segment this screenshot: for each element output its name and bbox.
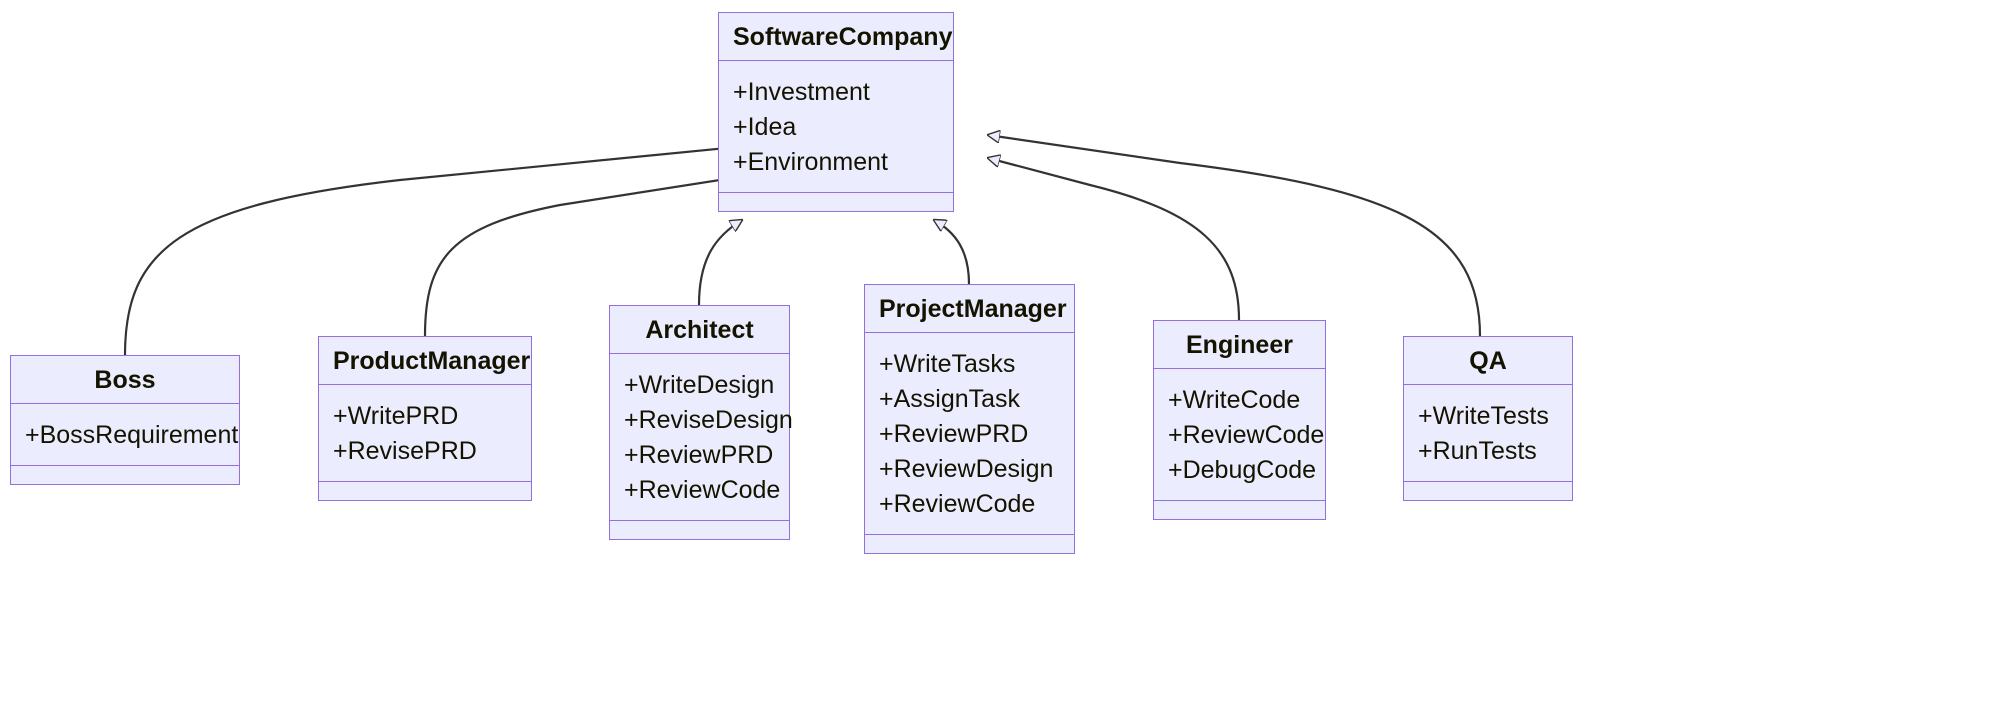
- edge-architect-to-softwarecompany: [697, 220, 742, 306]
- class-attribute: +ReviewCode: [1168, 421, 1325, 450]
- class-methods-product-manager: [319, 482, 531, 500]
- class-node-software-company[interactable]: SoftwareCompany +Investment +Idea +Envir…: [718, 12, 954, 213]
- class-node-qa[interactable]: QA +WriteTests +RunTests: [1403, 336, 1573, 502]
- class-node-boss[interactable]: Boss +BossRequirement: [10, 355, 240, 486]
- class-attribute: +ReviewPRD: [879, 420, 1029, 449]
- class-title-software-company: SoftwareCompany: [719, 13, 953, 62]
- class-attribute: +Idea: [733, 113, 797, 142]
- class-attribute: +Investment: [733, 78, 870, 107]
- class-methods-engineer: [1154, 501, 1325, 519]
- class-attribute: +ReviewDesign: [879, 455, 1054, 484]
- edge-projectmanager-to-softwarecompany: [934, 220, 971, 285]
- class-attribute: +AssignTask: [879, 385, 1021, 414]
- class-attribute: +WriteTests: [1418, 402, 1549, 431]
- class-attributes-engineer: +WriteCode +ReviewCode +DebugCode: [1154, 369, 1325, 502]
- class-title-qa: QA: [1404, 337, 1572, 386]
- class-title-product-manager: ProductManager: [319, 337, 531, 386]
- class-attribute: +ReviewPRD: [624, 441, 774, 470]
- class-attribute: +DebugCode: [1168, 456, 1317, 485]
- class-methods-software-company: [719, 193, 953, 211]
- class-methods-boss: [11, 466, 239, 484]
- class-attribute: +WriteCode: [1168, 386, 1301, 415]
- class-attribute: +RevisePRD: [333, 437, 477, 466]
- class-attribute: +WriteTasks: [879, 350, 1016, 379]
- class-attributes-product-manager: +WritePRD +RevisePRD: [319, 385, 531, 483]
- class-title-engineer: Engineer: [1154, 321, 1325, 370]
- class-node-project-manager[interactable]: ProjectManager +WriteTasks +AssignTask +…: [864, 284, 1075, 555]
- class-attribute: +ReviseDesign: [624, 406, 793, 435]
- class-attribute: +RunTests: [1418, 437, 1537, 466]
- class-attribute: +WritePRD: [333, 402, 459, 431]
- class-attributes-architect: +WriteDesign +ReviseDesign +ReviewPRD +R…: [610, 354, 793, 522]
- class-title-project-manager: ProjectManager: [865, 285, 1074, 334]
- class-attribute: +ReviewCode: [624, 476, 781, 505]
- class-attributes-project-manager: +WriteTasks +AssignTask +ReviewPRD +Revi…: [865, 333, 1074, 536]
- class-methods-qa: [1404, 482, 1572, 500]
- class-attribute: +BossRequirement: [25, 421, 239, 450]
- class-attributes-software-company: +Investment +Idea +Environment: [719, 61, 953, 194]
- class-attributes-boss: +BossRequirement: [11, 404, 239, 467]
- class-node-engineer[interactable]: Engineer +WriteCode +ReviewCode +DebugCo…: [1153, 320, 1326, 521]
- class-title-boss: Boss: [11, 356, 239, 405]
- class-title-architect: Architect: [610, 306, 789, 355]
- class-attributes-qa: +WriteTests +RunTests: [1404, 385, 1572, 483]
- class-methods-project-manager: [865, 535, 1074, 553]
- class-attribute: +Environment: [733, 148, 888, 177]
- class-methods-architect: [610, 521, 789, 539]
- class-attribute: +WriteDesign: [624, 371, 775, 400]
- class-node-architect[interactable]: Architect +WriteDesign +ReviseDesign +Re…: [609, 305, 793, 541]
- class-node-product-manager[interactable]: ProductManager +WritePRD +RevisePRD: [318, 336, 532, 502]
- class-attribute: +ReviewCode: [879, 490, 1036, 519]
